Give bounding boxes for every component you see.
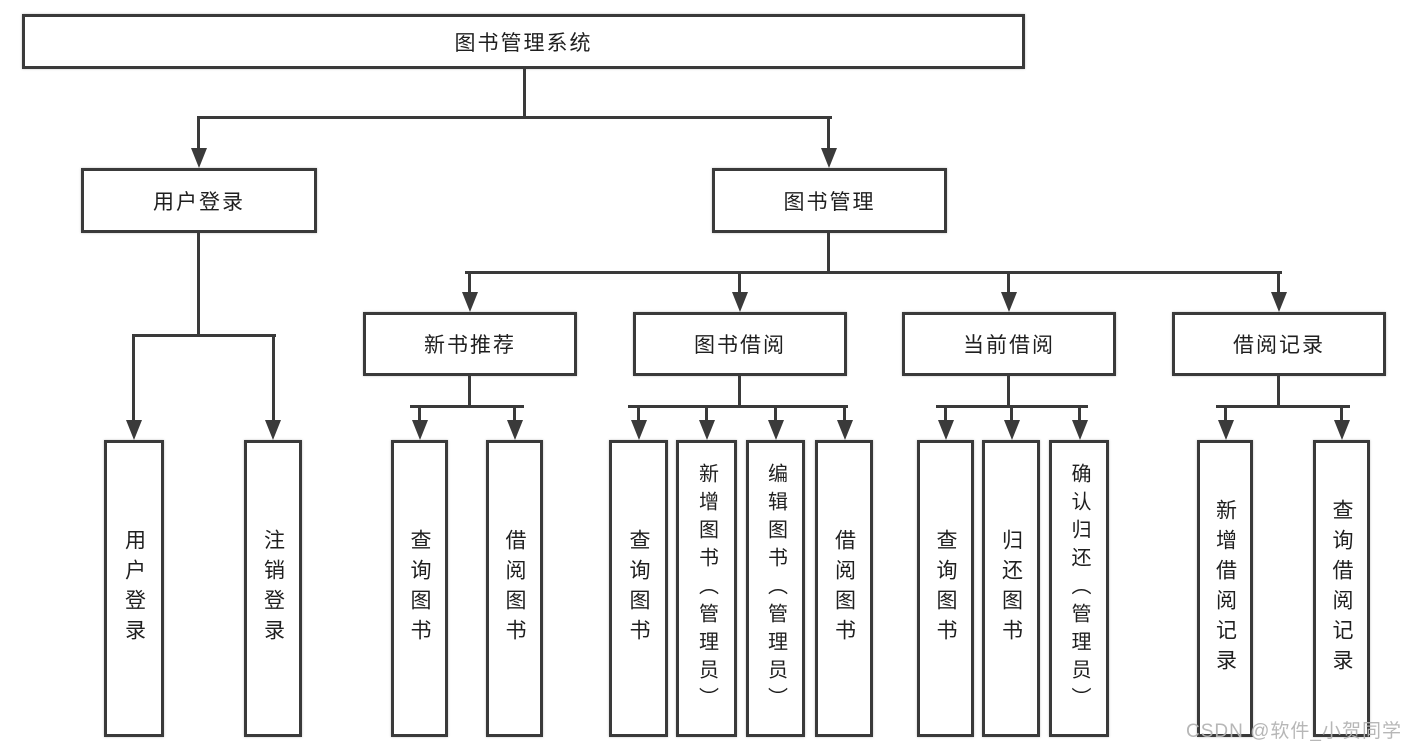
connector-leaf: [774, 405, 777, 422]
connector-currentborrow-stem: [1007, 376, 1010, 407]
arrow-down-leaf: [507, 420, 523, 440]
arrow-down-leaf-login: [126, 420, 142, 440]
connector-leaf: [1078, 405, 1081, 422]
leaf-add-borrow-record: 新增借阅记录: [1197, 440, 1253, 737]
arrow-down-leaf: [837, 420, 853, 440]
connector-leaf: [1340, 405, 1343, 422]
leaf-user-login: 用户登录: [104, 440, 164, 737]
node-new-book-recommend: 新书推荐: [363, 312, 577, 376]
leaf-borrow-books: 借阅图书: [815, 440, 873, 737]
connector-leaf: [637, 405, 640, 422]
arrow-down-current-borrow: [1001, 292, 1017, 312]
arrow-down-book-borrow: [732, 292, 748, 312]
connector-bookborrow-horizontal: [628, 405, 848, 408]
connector-leaf: [1010, 405, 1013, 422]
connector-leaf: [944, 405, 947, 422]
connector-l3-horizontal: [465, 271, 1282, 274]
node-book-management: 图书管理: [712, 168, 947, 233]
leaf-add-books-admin: 新增图书（管理员）: [676, 440, 737, 737]
node-current-borrow: 当前借阅: [902, 312, 1116, 376]
arrow-down-leaf: [1072, 420, 1088, 440]
leaf-logout: 注销登录: [244, 440, 302, 737]
arrow-down-leaf: [1218, 420, 1234, 440]
connector-user-stem: [197, 232, 200, 336]
connector-user-horizontal: [132, 334, 276, 337]
connector-leaf: [418, 405, 421, 422]
arrow-down-leaf: [699, 420, 715, 440]
leaf-borrow-books-recommend: 借阅图书: [486, 440, 543, 737]
arrow-down-leaf-logout: [265, 420, 281, 440]
node-library-system: 图书管理系统: [22, 14, 1025, 69]
connector-to-leaf-logout: [272, 334, 275, 422]
node-borrow-records: 借阅记录: [1172, 312, 1386, 376]
connector-to-leaf-login: [132, 334, 135, 422]
leaf-query-books-borrow: 查询图书: [609, 440, 668, 737]
connector-to-book-mgmt: [827, 116, 830, 150]
arrow-down-leaf: [631, 420, 647, 440]
connector-root-stem: [523, 69, 526, 119]
arrow-down-leaf: [1004, 420, 1020, 440]
connector-to-user-login: [197, 116, 200, 150]
connector-leaf: [843, 405, 846, 422]
arrow-down-book-mgmt: [821, 148, 837, 168]
connector-bookborrow-stem: [738, 376, 741, 407]
arrow-down-user-login: [191, 148, 207, 168]
arrow-down-leaf: [1334, 420, 1350, 440]
connector-to-book-borrow: [738, 271, 741, 295]
arrow-down-new-book: [462, 292, 478, 312]
node-book-borrow: 图书借阅: [633, 312, 847, 376]
connector-to-borrow-records: [1277, 271, 1280, 295]
node-user-login: 用户登录: [81, 168, 317, 233]
leaf-return-books: 归还图书: [982, 440, 1040, 737]
leaf-confirm-return-admin: 确认归还（管理员）: [1049, 440, 1109, 737]
connector-to-new-book: [468, 271, 471, 295]
leaf-edit-books-admin: 编辑图书（管理员）: [746, 440, 805, 737]
connector-records-horizontal: [1216, 405, 1350, 408]
leaf-query-books-recommend: 查询图书: [391, 440, 448, 737]
arrow-down-leaf: [938, 420, 954, 440]
arrow-down-leaf: [768, 420, 784, 440]
arrow-down-borrow-records: [1271, 292, 1287, 312]
connector-records-stem: [1277, 376, 1280, 407]
leaf-query-borrow-record: 查询借阅记录: [1313, 440, 1370, 737]
connector-leaf: [705, 405, 708, 422]
connector-leaf: [513, 405, 516, 422]
connector-mgmt-stem: [827, 233, 830, 274]
connector-leaf: [1224, 405, 1227, 422]
connector-newbook-horizontal: [410, 405, 524, 408]
csdn-watermark: CSDN @软件_小贺同学: [1186, 721, 1402, 742]
arrow-down-leaf: [412, 420, 428, 440]
leaf-query-books-current: 查询图书: [917, 440, 974, 737]
connector-to-current-borrow: [1007, 271, 1010, 295]
connector-newbook-stem: [468, 376, 471, 407]
connector-l2-horizontal: [197, 116, 832, 119]
